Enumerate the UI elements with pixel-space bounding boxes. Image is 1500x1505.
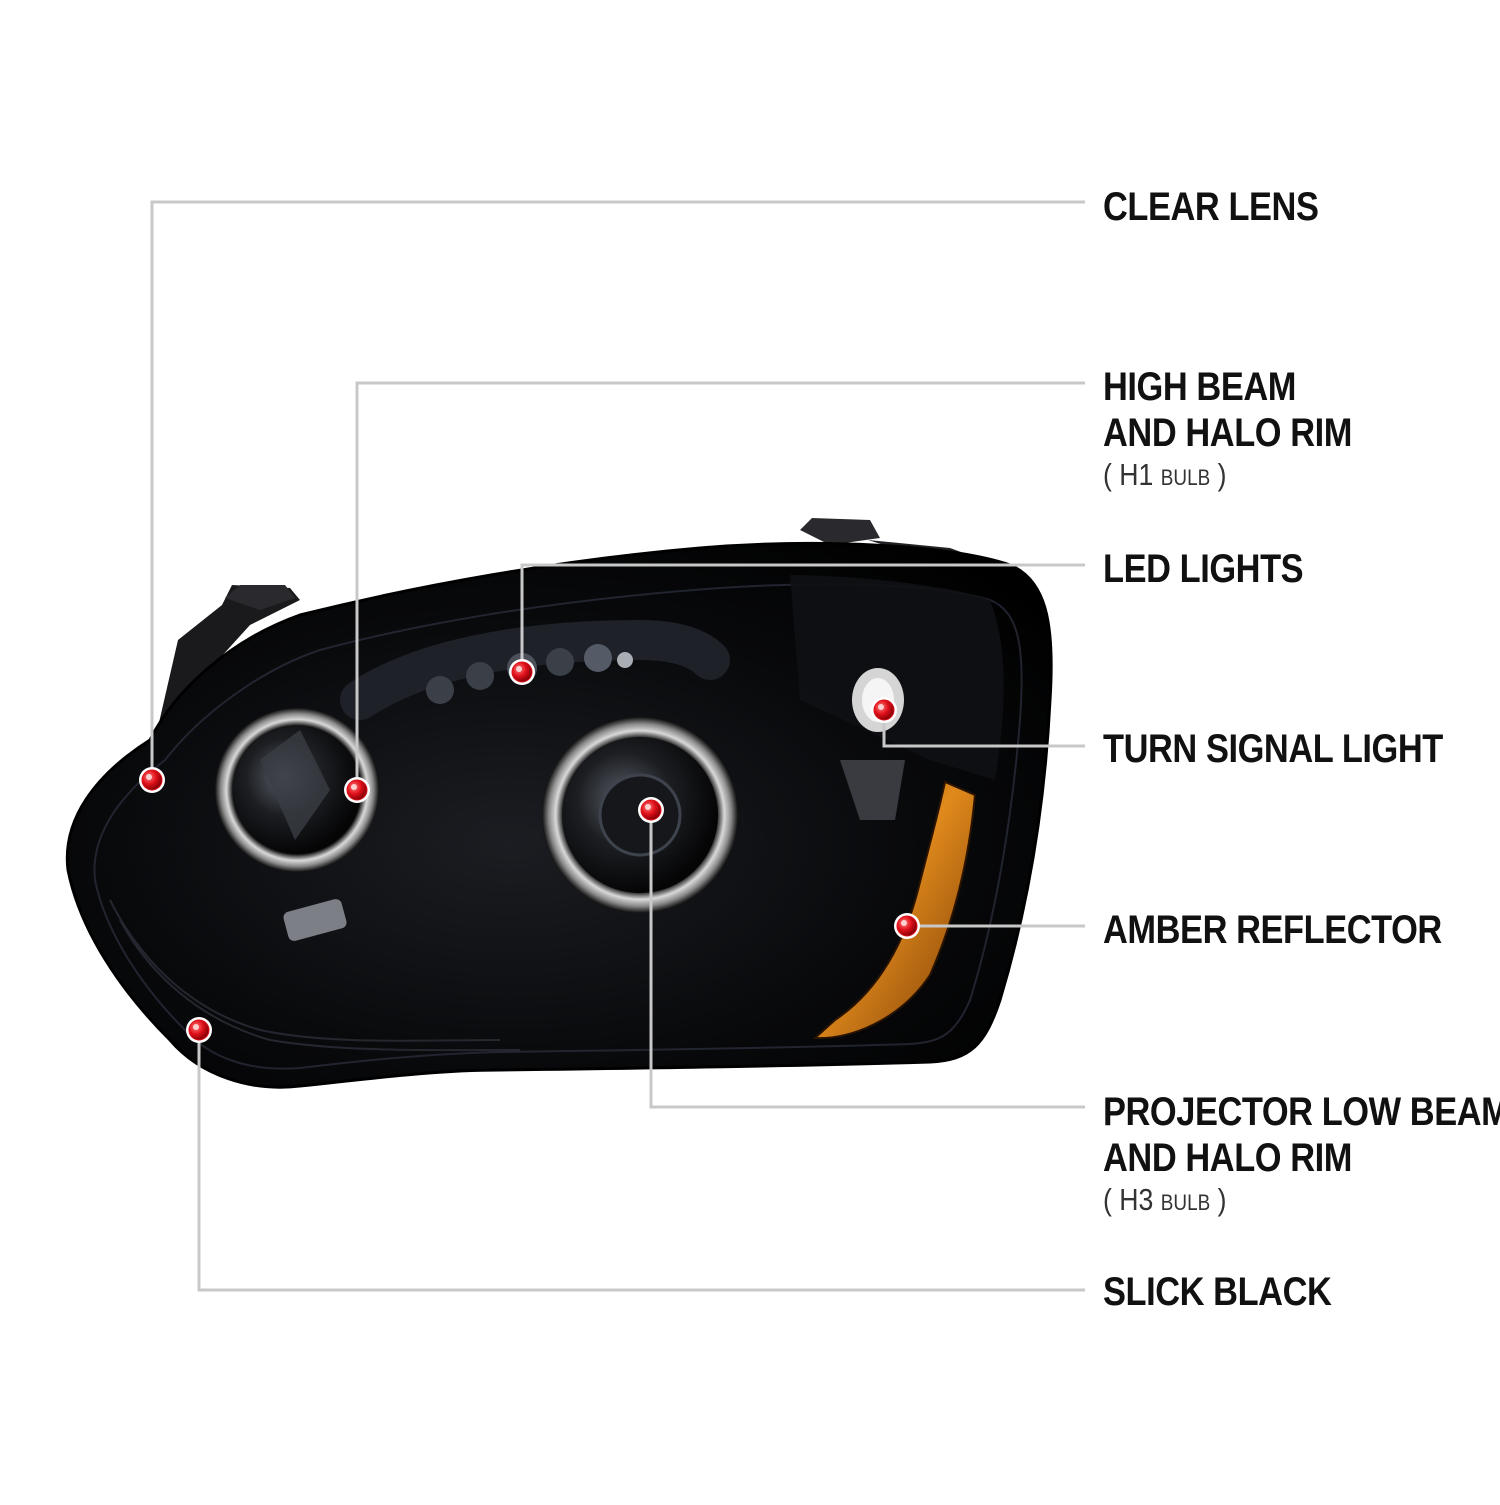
marker-shine-turn-signal (878, 704, 884, 710)
label-projector-line2: AND HALO RIM (1103, 1136, 1352, 1180)
label-amber-reflector: AMBER REFLECTOR (1103, 907, 1442, 953)
label-projector-line1: PROJECTOR LOW BEAM (1103, 1090, 1500, 1134)
marker-shine-slick-black (193, 1024, 199, 1030)
bulb-code-h3: H3 (1119, 1182, 1154, 1217)
marker-shine-projector-low-beam (645, 804, 651, 810)
leader-line-slick-black (197, 1030, 1085, 1292)
marker-led-lights (511, 661, 533, 683)
label-led-lights-line1: LED LIGHTS (1103, 547, 1304, 591)
marker-shine-high-beam (351, 784, 357, 790)
label-high-beam-bulb: ( H1 BULB ) (1103, 457, 1227, 492)
label-high-beam: HIGH BEAM AND HALO RIM ( H1 BULB ) (1103, 364, 1352, 497)
leader-line-high-beam (355, 381, 1085, 790)
marker-slick-black (188, 1019, 210, 1041)
label-clear-lens-line1: CLEAR LENS (1103, 185, 1319, 229)
marker-turn-signal (873, 699, 895, 721)
marker-high-beam (346, 779, 368, 801)
marker-clear-lens (141, 769, 163, 791)
callout-markers (139, 659, 920, 1043)
label-projector-bulb: ( H3 BULB ) (1103, 1182, 1227, 1217)
leader-line-led-lights (520, 563, 1085, 672)
high-beam-projector (215, 708, 379, 941)
leader-line-projector-low-beam (649, 810, 1085, 1109)
marker-shine-led-lights (516, 666, 522, 672)
leader-lines (150, 200, 1085, 1292)
label-slick-black-line1: SLICK BLACK (1103, 1270, 1332, 1314)
marker-projector-low-beam (640, 799, 662, 821)
lower-rim-texture (109, 899, 521, 1052)
marker-shine-amber-reflector (901, 920, 907, 926)
label-projector-low-beam: PROJECTOR LOW BEAM AND HALO RIM ( H3 BUL… (1103, 1089, 1500, 1222)
leader-line-clear-lens (150, 200, 1085, 780)
label-led-lights: LED LIGHTS (1103, 546, 1304, 592)
label-slick-black: SLICK BLACK (1103, 1269, 1332, 1315)
led-strip (340, 619, 730, 720)
label-clear-lens: CLEAR LENS (1103, 184, 1319, 230)
label-turn-signal: TURN SIGNAL LIGHT (1103, 726, 1443, 772)
marker-shine-clear-lens (146, 774, 152, 780)
label-amber-reflector-line1: AMBER REFLECTOR (1103, 908, 1442, 952)
amber-reflector-panel (812, 780, 977, 1040)
label-high-beam-line2: AND HALO RIM (1103, 411, 1352, 455)
bulb-word-h3: BULB (1160, 1190, 1211, 1215)
label-turn-signal-line1: TURN SIGNAL LIGHT (1103, 727, 1443, 771)
bulb-code-h1: H1 (1119, 457, 1154, 492)
marker-amber-reflector (896, 915, 918, 937)
label-high-beam-line1: HIGH BEAM (1103, 365, 1296, 409)
bulb-word-h1: BULB (1160, 465, 1211, 490)
